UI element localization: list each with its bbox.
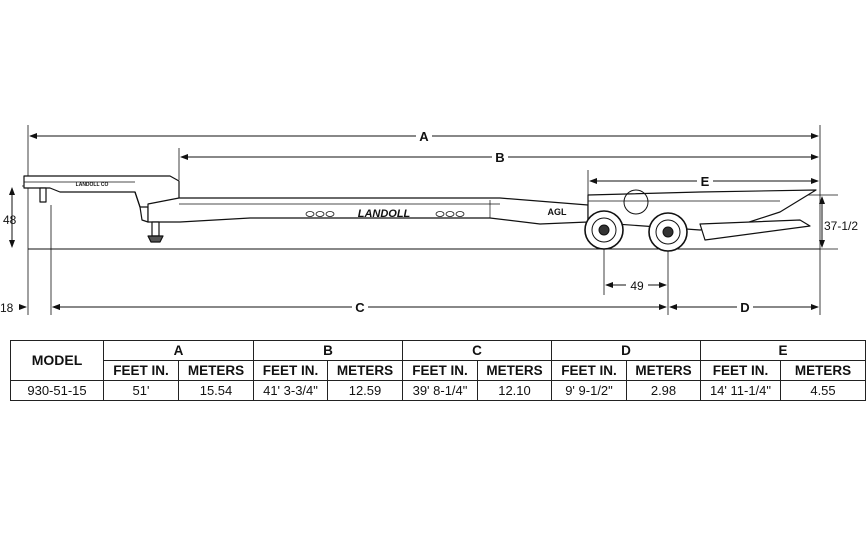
wheels [584, 189, 688, 252]
table-row: 930-51-15 51' 15.54 41' 3-3/4" 12.59 39'… [10, 380, 867, 401]
label-height-right: 37-1/2 [824, 219, 858, 233]
trailer-diagram: A B E C D 49 48 18 37-1/2 LANDOLL LANDOL… [0, 125, 858, 315]
table-group-header-row: MODEL A B C D E [10, 340, 867, 381]
label-e: E [701, 174, 710, 189]
logo-chevrons [305, 211, 465, 217]
trailer-body [23, 175, 817, 243]
group-header-e: E [699, 340, 867, 361]
side-logo: LANDOLL [358, 208, 411, 220]
group-header-d: D [551, 340, 701, 361]
group-header-b: B [253, 340, 403, 361]
sub-header: METERS [779, 360, 867, 381]
sub-header: FEET IN. [402, 360, 478, 381]
rear-badge: AGL [548, 207, 568, 217]
cell-a-meters: 15.54 [178, 380, 254, 401]
sub-header: FEET IN. [253, 360, 328, 381]
landing-gear [151, 221, 160, 237]
sub-header: FEET IN. [103, 360, 179, 381]
label-d: D [740, 300, 749, 315]
cell-c-feet: 39' 8-1/4" [402, 380, 478, 401]
sub-header: METERS [327, 360, 403, 381]
extension-lines [22, 125, 838, 315]
label-c: C [355, 300, 365, 315]
cell-e-feet: 14' 11-1/4" [700, 380, 781, 401]
gooseneck-logo: LANDOLL CO [76, 182, 109, 188]
cell-b-feet: 41' 3-3/4" [253, 380, 328, 401]
cell-d-meters: 2.98 [626, 380, 701, 401]
sub-header: FEET IN. [551, 360, 627, 381]
label-b: B [495, 150, 504, 165]
dimension-table: MODEL A B C D E FEET IN. METERS FEET IN.… [10, 340, 867, 401]
cell-model: 930-51-15 [10, 380, 104, 401]
tail-ramp [699, 219, 811, 241]
label-offset-left: 18 [0, 301, 14, 315]
sub-header: METERS [626, 360, 701, 381]
cell-c-meters: 12.10 [477, 380, 552, 401]
label-masks [352, 128, 753, 315]
table-sub-header-row: FEET IN. METERS FEET IN. METERS FEET IN.… [11, 360, 867, 381]
group-header-c: C [402, 340, 552, 361]
cell-e-meters: 4.55 [779, 380, 867, 401]
main-deck [147, 197, 589, 225]
cell-b-meters: 12.59 [327, 380, 403, 401]
sub-header: METERS [178, 360, 254, 381]
label-axle-spacing: 49 [630, 279, 644, 293]
label-a: A [419, 129, 429, 144]
sub-header: FEET IN. [700, 360, 781, 381]
group-header-a: A [103, 340, 254, 361]
model-header: MODEL [10, 340, 104, 381]
label-height-left: 48 [3, 213, 17, 227]
cell-d-feet: 9' 9-1/2" [551, 380, 627, 401]
sub-header: METERS [477, 360, 552, 381]
cell-a-feet: 51' [103, 380, 179, 401]
